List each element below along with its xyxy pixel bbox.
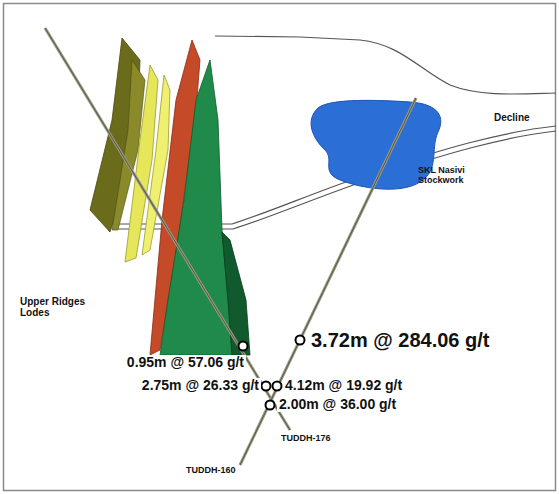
lode-vein — [222, 232, 250, 355]
intercept-value: 2.75m @ 26.33 g/t — [140, 378, 261, 393]
lode-vein — [160, 60, 232, 355]
intercept-value: 2.00m @ 36.00 g/t — [277, 397, 398, 412]
drill-hole — [45, 28, 290, 430]
intercept-marker — [273, 382, 282, 391]
hole-id: TUDDH-160 — [184, 466, 238, 476]
intercept-value: 4.12m @ 19.92 g/t — [283, 378, 404, 393]
intercept-value: 0.95m @ 57.06 g/t — [125, 355, 246, 370]
lode-label: Upper Ridges Lodes — [20, 296, 90, 318]
frame — [4, 4, 556, 491]
decline-label: Decline — [494, 112, 530, 123]
intercept-value: 3.72m @ 284.06 g/t — [309, 329, 492, 351]
drill-hole — [45, 28, 290, 430]
intercept-marker — [239, 342, 248, 351]
drill-hole — [240, 98, 416, 465]
hole-id: TUDDH-176 — [279, 434, 333, 444]
intercept-marker — [296, 336, 305, 345]
drill-hole — [240, 98, 416, 465]
intercept-marker — [266, 401, 275, 410]
intercept-marker — [262, 382, 271, 391]
stockwork-label: SKL Nasivi Stockwork — [418, 166, 478, 186]
surface-line — [215, 36, 556, 94]
